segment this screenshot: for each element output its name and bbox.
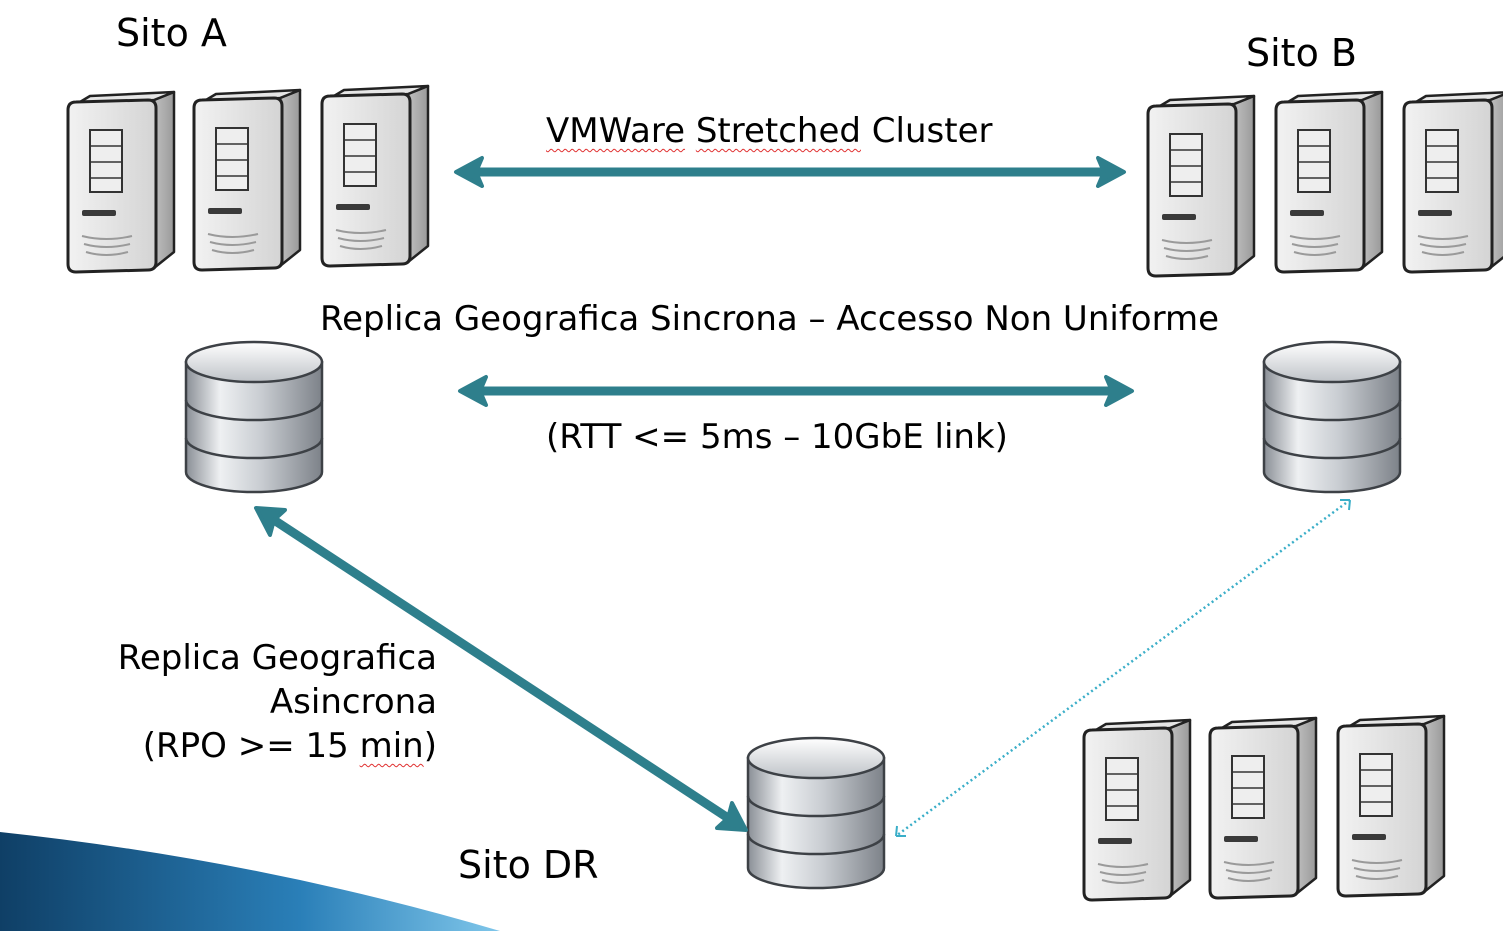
server-icon — [1082, 718, 1192, 902]
sync-replica-arrow — [458, 375, 1134, 407]
site-b-label: Sito B — [1246, 31, 1357, 75]
async-replica-line2: Asincrona — [269, 682, 437, 722]
site-dr-label: Sito DR — [458, 843, 599, 887]
stretched-cluster-word2: Stretched — [695, 111, 861, 151]
site-dr-storage-icon — [746, 736, 886, 890]
stretched-cluster-word1: VMWare — [546, 111, 686, 151]
site-b-servers — [1146, 90, 1503, 278]
server-icon — [320, 84, 430, 268]
sync-replica-title: Replica Geografica Sincrona – Accesso No… — [320, 299, 1220, 339]
server-icon — [1402, 90, 1503, 274]
server-icon — [1274, 90, 1384, 274]
async-replica-close: ) — [423, 726, 437, 766]
async-replica-unit: min — [359, 726, 424, 766]
server-icon — [1146, 94, 1256, 278]
server-icon — [192, 88, 302, 272]
server-icon — [1336, 714, 1446, 898]
server-icon — [66, 90, 176, 274]
stretched-cluster-label: VMWare Stretched Cluster — [546, 114, 992, 148]
dr-dotted-link — [895, 498, 1351, 838]
site-a-label: Sito A — [116, 11, 227, 55]
async-replica-arrow — [254, 506, 748, 832]
server-icon — [1208, 716, 1318, 900]
decorative-wedge — [0, 832, 500, 931]
stretched-cluster-arrow — [454, 156, 1126, 188]
site-b-storage-icon — [1262, 340, 1402, 494]
dr-servers — [1082, 714, 1446, 902]
async-replica-rpo: (RPO >= 15 — [142, 726, 360, 766]
async-replica-line3: (RPO >= 15 min) — [118, 724, 437, 768]
stretched-cluster-word3: Cluster — [871, 111, 993, 151]
async-replica-label: Replica Geografica Asincrona (RPO >= 15 … — [118, 636, 437, 768]
async-replica-line1: Replica Geografica — [117, 638, 437, 678]
sync-replica-detail: (RTT <= 5ms – 10GbE link) — [546, 417, 1008, 457]
site-a-storage-icon — [184, 340, 324, 494]
site-a-servers — [66, 84, 430, 274]
